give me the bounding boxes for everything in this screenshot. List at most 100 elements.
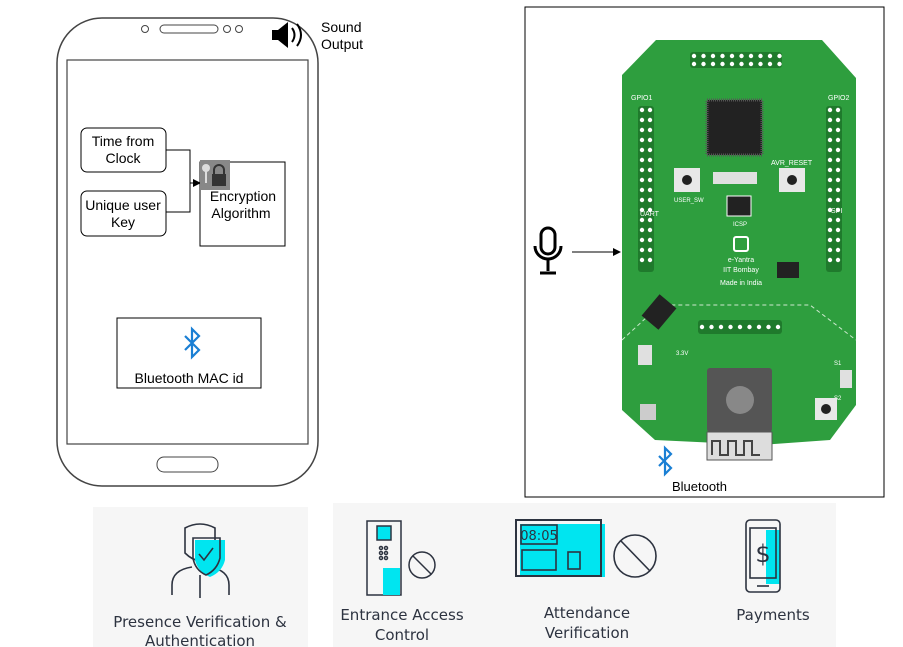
- header-pin: [737, 324, 743, 330]
- header-pin: [647, 167, 653, 173]
- header-pin: [835, 127, 841, 133]
- user-shield-icon: [171, 523, 230, 598]
- header-pin: [639, 217, 645, 223]
- usb-port: [640, 404, 656, 420]
- gpio2-label: GPIO2: [828, 95, 850, 102]
- header-pin: [827, 157, 833, 163]
- header-pin: [777, 61, 782, 67]
- icsp-label: ICSP: [733, 222, 747, 228]
- header-pin: [639, 157, 645, 163]
- header-pin: [639, 167, 645, 173]
- header-pin: [639, 247, 645, 253]
- header-pin: [766, 324, 771, 330]
- header-pin: [777, 53, 782, 59]
- header-pin: [720, 53, 725, 59]
- header-pin: [701, 53, 706, 59]
- crystal: [713, 172, 757, 184]
- header-pin: [827, 237, 833, 243]
- header-pin: [691, 61, 697, 67]
- header-pin: [647, 247, 653, 253]
- header-pin: [767, 53, 773, 59]
- connector-arrow: [166, 149, 200, 213]
- header-pin: [639, 117, 645, 123]
- header-pin: [647, 217, 653, 223]
- microphone-icon: [533, 226, 563, 275]
- s1-label: S1: [834, 361, 842, 367]
- ic-chip: [641, 294, 677, 330]
- header-pin: [835, 257, 841, 263]
- eyantra-logo: [733, 236, 749, 252]
- bluetooth-mac-box: [116, 317, 262, 389]
- sound-output-label-2: Output: [321, 36, 363, 52]
- entrance-label-2: Control: [375, 626, 429, 644]
- header-pin: [710, 61, 716, 67]
- key-box-line1: Unique user: [85, 197, 161, 213]
- attendance-clock-icon: 08:05: [515, 519, 657, 578]
- bluetooth-icon: [184, 326, 201, 360]
- svg-text:$: $: [755, 540, 770, 568]
- lock-key-icon: [200, 160, 230, 190]
- header-pin: [827, 127, 833, 133]
- home-button: [156, 456, 219, 473]
- entrance-label-1: Entrance Access: [340, 606, 464, 624]
- presence-label-1: Presence Verification &: [113, 613, 287, 631]
- header-pin: [647, 157, 653, 163]
- header-pin: [639, 197, 645, 203]
- header-pin: [756, 324, 762, 330]
- header-pin: [835, 217, 841, 223]
- header-pin: [827, 247, 833, 253]
- header-pin: [710, 53, 716, 59]
- payments-label: Payments: [736, 606, 810, 624]
- header-pin: [647, 127, 653, 133]
- v33-label: 3.3V: [676, 351, 688, 357]
- header-pin: [835, 197, 841, 203]
- header-pin: [827, 257, 833, 263]
- header-pin: [701, 61, 706, 67]
- switch-left: [638, 345, 652, 365]
- header-pin: [748, 61, 754, 67]
- header-pin: [647, 227, 653, 233]
- attendance-label-1: Attendance: [544, 604, 630, 622]
- ayush-board: GPIO1 GPIO2 UART SPI USER_SW AVR_RESET I…: [621, 40, 857, 461]
- header-pin: [758, 61, 763, 67]
- header-pin: [647, 197, 653, 203]
- key-box-line2: Key: [111, 214, 135, 230]
- encryption-line1: Encryption: [210, 188, 276, 204]
- header-pin: [647, 187, 653, 193]
- header-pin: [728, 324, 733, 330]
- header-pin: [739, 53, 744, 59]
- header-pin: [835, 137, 841, 143]
- uart-label: UART: [640, 211, 660, 218]
- header-pin: [647, 177, 653, 183]
- header-pin: [775, 324, 781, 330]
- unique-user-key-box: [80, 190, 167, 237]
- s2-label: S2: [834, 396, 842, 402]
- header-pin: [691, 53, 697, 59]
- header-pin: [647, 257, 653, 263]
- header-pin: [827, 137, 833, 143]
- header-pin: [827, 227, 833, 233]
- header-pin: [720, 61, 725, 67]
- board-text-1: e-Yantra: [728, 257, 754, 264]
- gpio1-label: GPIO1: [631, 95, 653, 102]
- header-pin: [835, 157, 841, 163]
- header-pin: [699, 324, 705, 330]
- header-pin: [747, 324, 752, 330]
- smartphone: [56, 17, 319, 487]
- header-pin: [639, 127, 645, 133]
- regulator: [777, 262, 799, 278]
- header-pin: [827, 207, 833, 213]
- header-pin: [639, 227, 645, 233]
- header-pin: [748, 53, 754, 59]
- header-pin: [827, 187, 833, 193]
- board-text-2: IIT Bombay: [723, 267, 759, 274]
- header-pin: [835, 207, 841, 213]
- switch-s2: [821, 404, 831, 414]
- header-pin: [758, 53, 763, 59]
- header-pin: [835, 117, 841, 123]
- header-pin: [639, 107, 645, 113]
- clock-display: 08:05: [520, 529, 557, 544]
- header-pin: [835, 237, 841, 243]
- spi-label: SPI: [831, 208, 842, 215]
- avr-reset-label: AVR_RESET: [771, 160, 813, 167]
